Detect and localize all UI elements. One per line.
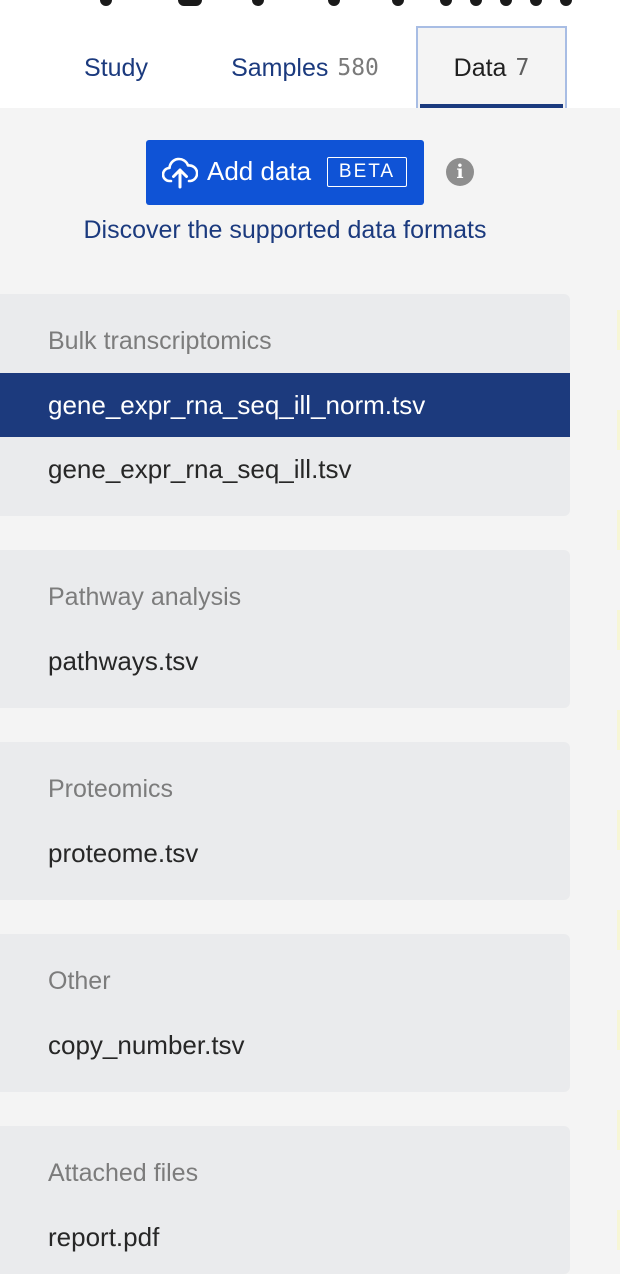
cloud-upload-icon xyxy=(162,157,198,189)
tab-study[interactable]: Study xyxy=(60,28,172,108)
data-group-attached-files: Attached files report.pdf xyxy=(0,1126,570,1274)
data-group-bulk-transcriptomics: Bulk transcriptomics gene_expr_rna_seq_i… xyxy=(0,294,570,516)
data-group-proteomics: Proteomics proteome.tsv xyxy=(0,742,570,900)
group-title: Bulk transcriptomics xyxy=(48,327,272,355)
group-title: Proteomics xyxy=(48,775,174,803)
data-group-pathway-analysis: Pathway analysis pathways.tsv xyxy=(0,550,570,708)
header-bar: Study Samples 580 Data 7 xyxy=(0,0,620,108)
info-icon[interactable]: i xyxy=(446,158,474,186)
page-title-clipped xyxy=(0,0,620,10)
discover-formats-link[interactable]: Discover the supported data formats xyxy=(83,216,487,244)
file-item[interactable]: report.pdf xyxy=(48,1221,160,1252)
group-title: Pathway analysis xyxy=(48,583,242,611)
tab-samples[interactable]: Samples 580 xyxy=(208,28,402,108)
tab-bar: Study Samples 580 Data 7 xyxy=(0,24,620,108)
tab-study-label: Study xyxy=(84,53,148,82)
group-title: Attached files xyxy=(48,1159,199,1187)
beta-badge: BETA xyxy=(327,157,407,187)
add-data-button[interactable]: Add data xyxy=(146,140,424,205)
tab-data-count: 7 xyxy=(515,55,530,81)
main-panel-edge xyxy=(617,250,620,1274)
file-item[interactable]: gene_expr_rna_seq_ill.tsv xyxy=(48,453,352,484)
data-group-other: Other copy_number.tsv xyxy=(0,934,570,1092)
group-title: Other xyxy=(48,967,111,995)
add-data-label: Add data xyxy=(207,156,312,186)
tab-data-label: Data xyxy=(453,53,507,82)
file-item[interactable]: proteome.tsv xyxy=(48,837,199,868)
file-item-selected[interactable]: gene_expr_rna_seq_ill_norm.tsv xyxy=(0,373,570,437)
tab-samples-count: 580 xyxy=(337,55,379,81)
file-item[interactable]: copy_number.tsv xyxy=(48,1029,245,1060)
tab-data[interactable]: Data 7 xyxy=(416,26,567,108)
tab-samples-label: Samples xyxy=(231,53,329,82)
file-item[interactable]: pathways.tsv xyxy=(48,645,199,676)
